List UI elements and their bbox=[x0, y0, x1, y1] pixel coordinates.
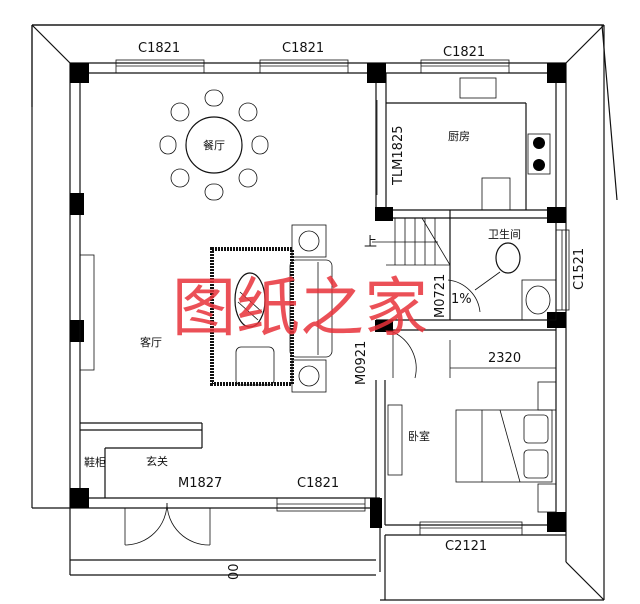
window-label-bedroom: C2121 bbox=[445, 539, 487, 554]
room-label-dining: 餐厅 bbox=[203, 138, 225, 152]
interior-walls bbox=[80, 73, 556, 525]
kitchen-fixtures bbox=[459, 77, 551, 211]
room-label-living: 客厅 bbox=[140, 335, 162, 349]
bathroom-fixtures bbox=[447, 242, 557, 321]
roof-outline bbox=[31, 24, 618, 601]
dimension-line bbox=[449, 340, 557, 378]
room-label-shoe-cabinet: 鞋柜 bbox=[84, 455, 106, 469]
window-label-top-right: C1821 bbox=[443, 45, 485, 60]
room-label-bedroom: 卧室 bbox=[408, 429, 430, 443]
door-label-bathroom: M0721 bbox=[433, 274, 448, 318]
watermark: 图纸之家 bbox=[172, 272, 428, 346]
window-label-top-left: C1821 bbox=[138, 41, 180, 56]
dining-table bbox=[159, 89, 269, 201]
room-label-bathroom: 卫生间 bbox=[488, 227, 521, 241]
bedroom-furniture bbox=[387, 381, 557, 513]
room-label-kitchen: 厨房 bbox=[448, 130, 470, 143]
dimension-label: 2320 bbox=[488, 351, 521, 366]
windows bbox=[79, 59, 570, 536]
step-mark-label: 00 bbox=[227, 563, 242, 580]
door-label-bedroom: M0921 bbox=[354, 341, 369, 385]
window-label-top-mid: C1821 bbox=[282, 41, 324, 56]
stair-up-label: 上 bbox=[364, 235, 377, 250]
door-label-kitchen: TLM1825 bbox=[391, 126, 406, 186]
window-label-bottom-mid: C1821 bbox=[297, 476, 339, 491]
window-label-bath: C1521 bbox=[572, 248, 587, 290]
doors bbox=[124, 100, 417, 546]
room-label-foyer: 玄关 bbox=[146, 454, 168, 468]
slope-label: 1% bbox=[451, 292, 472, 307]
door-label-entrance: M1827 bbox=[178, 476, 222, 491]
living-room-furniture bbox=[210, 224, 333, 393]
stairs bbox=[372, 217, 451, 266]
columns bbox=[70, 63, 566, 532]
